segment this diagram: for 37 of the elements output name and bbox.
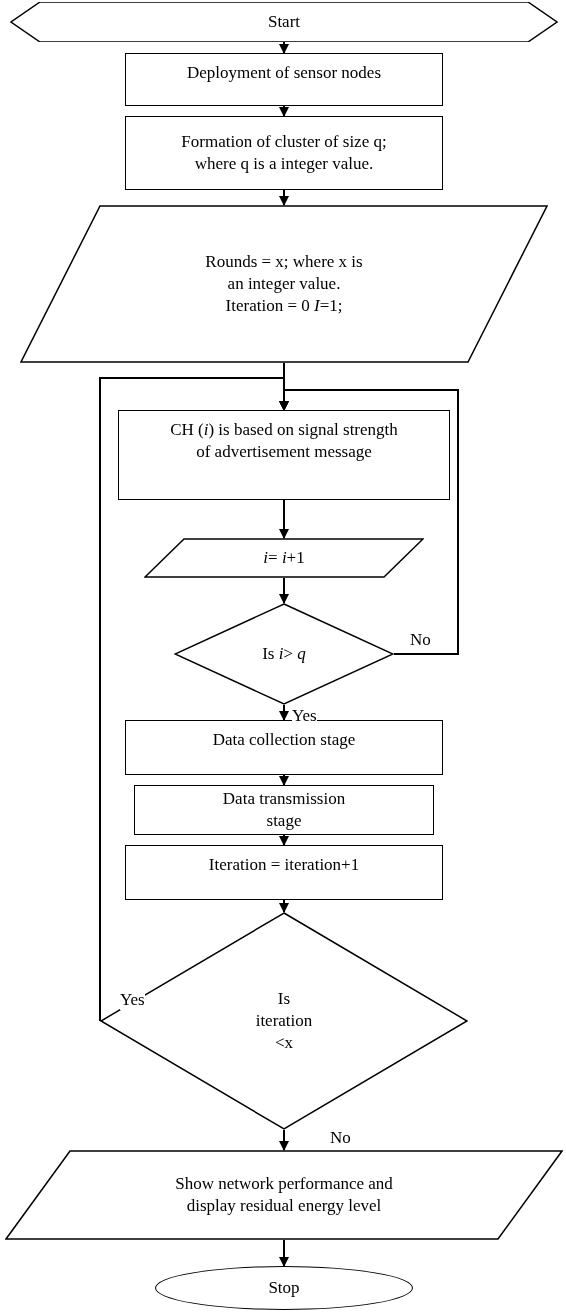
process-box [125, 116, 443, 190]
flow-arrow [279, 774, 289, 786]
flow-arrow [279, 899, 289, 913]
flow-arrow [279, 704, 289, 721]
output-parallelogram [5, 1150, 563, 1240]
node-text: Formation of cluster of size q; where q is a integer value. [180, 131, 388, 175]
flow-arrow [279, 834, 289, 846]
node-text: CH (i) is based on signal strength of advertisement message [169, 419, 399, 463]
flow-arrow [279, 41, 289, 54]
flow-arrow [279, 1129, 289, 1151]
node-text: Data collection stage [212, 729, 356, 751]
node-text: Iteration = iteration+1 [208, 854, 360, 876]
flow-arrow [99, 377, 289, 1022]
node-text: Data transmission stage [221, 788, 347, 832]
node-text: Is iteration <x [254, 988, 314, 1054]
process-box [118, 410, 450, 500]
start-terminal [10, 2, 558, 42]
node-text: Deployment of sensor nodes [186, 62, 382, 84]
decision-diamond [174, 603, 394, 705]
flow-arrow [279, 1239, 289, 1267]
flow-arrow [279, 105, 289, 117]
flow-arrow [279, 189, 289, 206]
node-text: i= i+1 [263, 547, 305, 569]
node-text: Is i> q [262, 643, 306, 665]
process-box [125, 845, 443, 900]
node-text: Stop [268, 1277, 300, 1299]
node-text: Show network performance and display residual energy level [174, 1173, 394, 1217]
input-parallelogram [144, 538, 424, 578]
node-text: Rounds = x; where x is an integer value. Iteration = 0 I=1; [204, 251, 364, 317]
flow-arrow [279, 499, 289, 539]
process-box [125, 720, 443, 775]
decision-diamond [100, 912, 468, 1130]
process-box [125, 53, 443, 106]
input-parallelogram [20, 205, 548, 363]
flow-arrow [279, 577, 289, 604]
process-box [134, 785, 434, 835]
node-text: Start [267, 11, 301, 33]
